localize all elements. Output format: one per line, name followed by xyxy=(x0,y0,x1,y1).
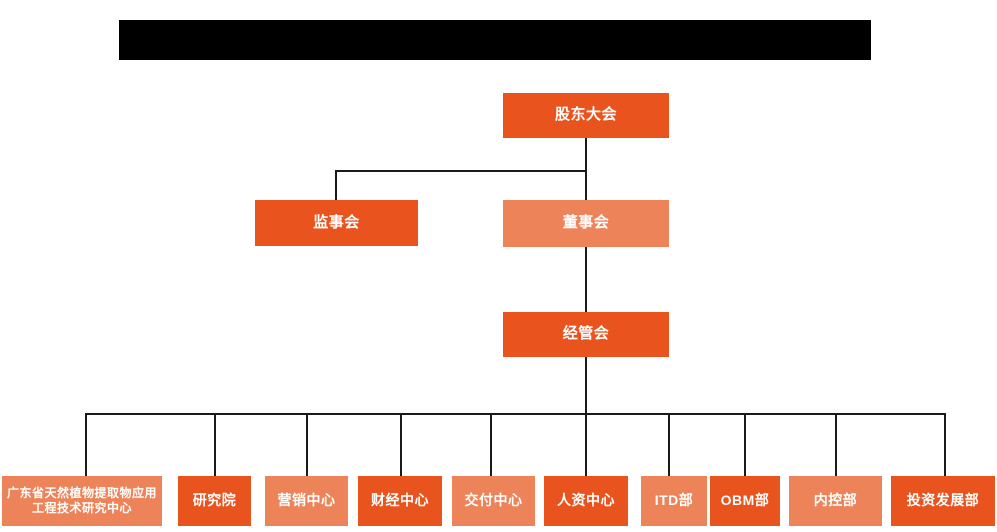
connector-drop-marketing-center xyxy=(306,413,308,476)
connector-supervisors-down xyxy=(335,170,337,200)
node-label: 财经中心 xyxy=(371,492,429,509)
node-board-of-directors[interactable]: 董事会 xyxy=(503,200,669,247)
node-research-institute[interactable]: 研究院 xyxy=(178,476,251,526)
node-label: 股东大会 xyxy=(554,106,617,124)
connector-level1-horizontal xyxy=(335,170,587,172)
node-label: 内控部 xyxy=(813,492,858,509)
node-label: 人资中心 xyxy=(557,492,615,509)
connector-drop-hr-center xyxy=(585,413,587,476)
node-label: 经管会 xyxy=(562,325,610,343)
redacted-title-banner xyxy=(119,20,871,60)
connector-shareholders-down xyxy=(585,138,587,172)
node-management-committee[interactable]: 经管会 xyxy=(503,312,669,357)
connector-drop-engineering-research-center xyxy=(85,413,87,476)
node-internal-control-department[interactable]: 内控部 xyxy=(789,476,882,526)
connector-directors-down xyxy=(585,170,587,200)
node-hr-center[interactable]: 人资中心 xyxy=(544,476,628,526)
node-label: 监事会 xyxy=(313,213,360,231)
connector-drop-obm-department xyxy=(744,413,746,476)
node-engineering-research-center[interactable]: 广东省天然植物提取物应用工程技术研究中心 xyxy=(2,476,162,526)
node-finance-center[interactable]: 财经中心 xyxy=(358,476,442,526)
node-label: 广东省天然植物提取物应用工程技术研究中心 xyxy=(6,486,157,515)
connector-drop-research-institute xyxy=(214,413,216,476)
node-label: OBM部 xyxy=(720,492,770,509)
connector-drop-investment-development-department xyxy=(944,413,946,476)
node-delivery-center[interactable]: 交付中心 xyxy=(452,476,535,526)
node-label: 董事会 xyxy=(562,214,610,232)
node-obm-department[interactable]: OBM部 xyxy=(710,476,780,526)
connector-drop-internal-control-department xyxy=(835,413,837,476)
node-label: 营销中心 xyxy=(277,492,336,509)
connector-directors-to-management xyxy=(585,247,587,312)
node-shareholders-meeting[interactable]: 股东大会 xyxy=(503,93,669,138)
node-board-of-supervisors[interactable]: 监事会 xyxy=(255,200,418,246)
connector-drop-finance-center xyxy=(400,413,402,476)
node-label: 交付中心 xyxy=(464,492,523,509)
connector-drop-itd-department xyxy=(668,413,670,476)
node-marketing-center[interactable]: 营销中心 xyxy=(265,476,348,526)
node-label: ITD部 xyxy=(654,492,694,509)
connector-level4-horizontal xyxy=(85,413,945,415)
node-itd-department[interactable]: ITD部 xyxy=(641,476,707,526)
node-label: 投资发展部 xyxy=(906,492,980,509)
connector-management-down xyxy=(585,357,587,415)
node-label: 研究院 xyxy=(192,492,237,509)
node-investment-development-department[interactable]: 投资发展部 xyxy=(891,476,995,526)
connector-drop-delivery-center xyxy=(490,413,492,476)
